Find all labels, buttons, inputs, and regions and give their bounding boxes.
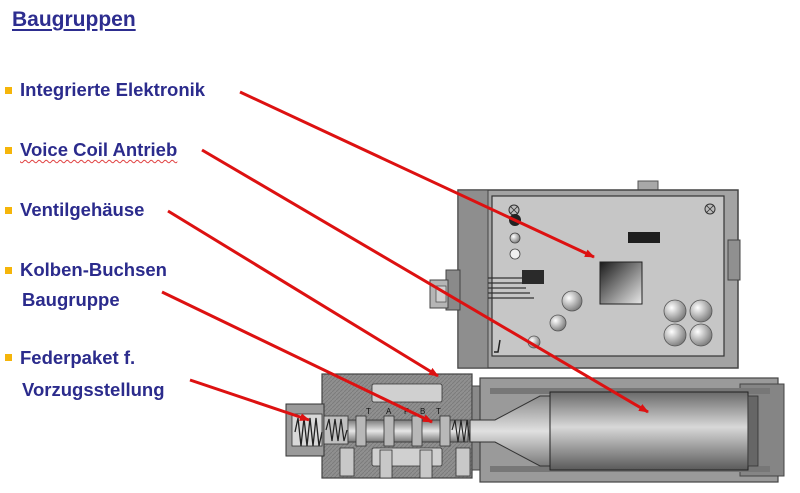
arrow-voicecoil xyxy=(201,148,649,414)
arrow-kolben-buchsen xyxy=(161,290,433,424)
spool-bushing-assembly xyxy=(347,415,474,447)
port-label-p: P xyxy=(404,407,409,416)
label-ventilgehaeuse: Ventilgehäuse xyxy=(20,199,145,220)
arrow-elektronik xyxy=(239,90,595,259)
port-label-a: A xyxy=(386,407,392,416)
port-labels: T A P B T xyxy=(366,407,441,416)
port-label-t1: T xyxy=(366,407,371,416)
pcb-board xyxy=(488,195,725,357)
label-vorzugsstellung: Vorzugsstellung xyxy=(22,379,165,400)
bullet-ventil xyxy=(5,207,12,214)
bullet-elektronik xyxy=(5,87,12,94)
label-kolben-buchsen: Kolben-Buchsen xyxy=(20,259,167,280)
page-title: Baugruppen xyxy=(12,8,136,31)
arrow-federpaket xyxy=(189,378,310,422)
arrow-ventilgehaeuse xyxy=(167,209,439,378)
label-federpaket: Federpaket f. xyxy=(20,347,136,368)
label-integrierte-elektronik: Integrierte Elektronik xyxy=(20,79,206,100)
label-voice-coil-antrieb-text: Voice Coil Antrieb xyxy=(20,139,178,160)
bullet-feder xyxy=(5,354,12,361)
label-voice-coil-antrieb: Voice Coil Antrieb xyxy=(20,139,177,161)
spring-pack xyxy=(285,403,349,457)
bullet-kolben xyxy=(5,267,12,274)
port-label-b: B xyxy=(420,407,425,416)
bullet-voicecoil xyxy=(5,147,12,154)
port-label-t2: T xyxy=(436,407,441,416)
pointer-arrows xyxy=(161,90,649,424)
voice-coil-drive xyxy=(469,377,785,483)
label-baugruppe: Baugruppe xyxy=(22,289,120,310)
